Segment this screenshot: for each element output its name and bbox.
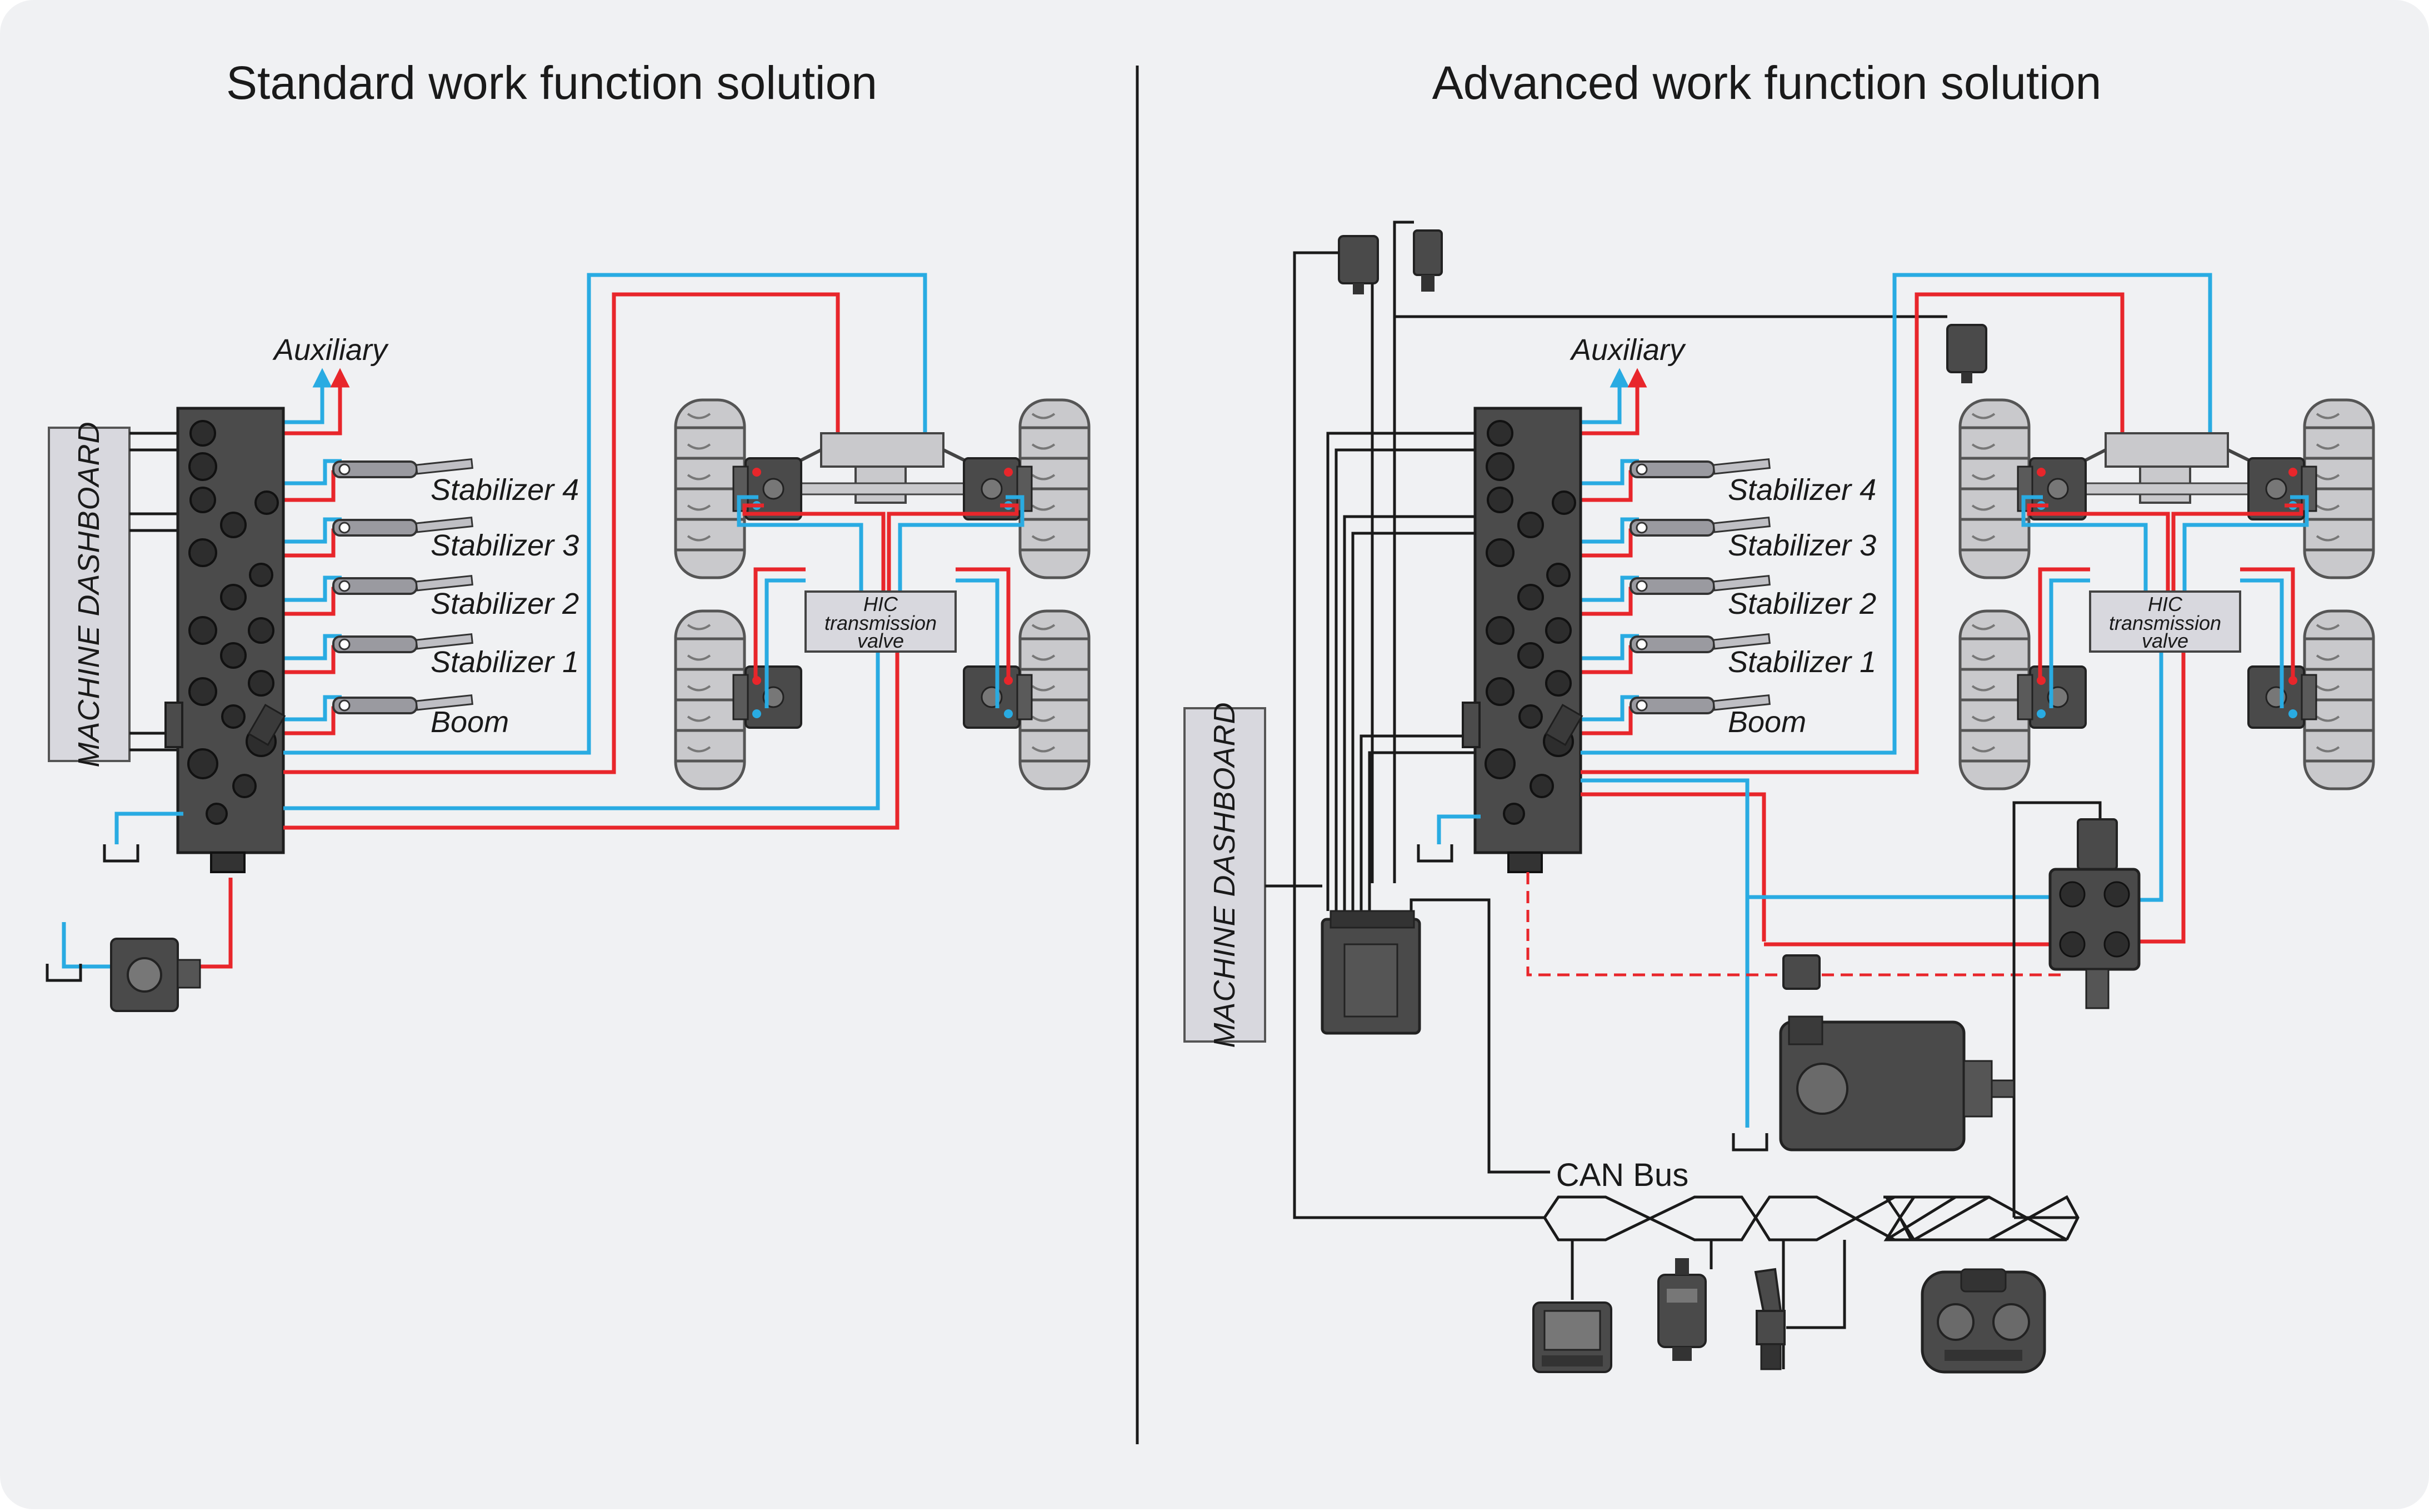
pump-pressure-line (1581, 792, 1766, 942)
piston-pump-icon (1779, 1015, 2015, 1151)
remote-control-panel-icon (1921, 1268, 2046, 1374)
sensor-wire (1293, 251, 1545, 1219)
ecu-can-wire (1410, 898, 1550, 1174)
can-drop (1786, 1240, 1846, 1329)
motor-line (2182, 495, 2309, 592)
aux-return-line (1581, 368, 1630, 424)
display-icon (1532, 1301, 1612, 1373)
motor-line (2049, 578, 2090, 708)
proportional-valve-icon (2048, 818, 2141, 1009)
sensor-wire (1393, 221, 1414, 883)
function-label: Boom (1728, 705, 1806, 739)
control-valve-icon (1463, 408, 1582, 872)
dashboard-wires (129, 432, 178, 752)
hic-pressure-line (283, 600, 899, 830)
motor-line (2240, 567, 2295, 680)
function-label: Boom (431, 705, 509, 739)
function-label: Stabilizer 1 (1728, 645, 1876, 679)
hic-label: HIC (2148, 593, 2183, 615)
control-valve-icon (166, 408, 284, 872)
auxiliary-label: Auxiliary (1570, 333, 1686, 367)
advanced-panel: Advanced work function solution MACHINE … (1183, 57, 2373, 1374)
motor-line (2027, 503, 2170, 592)
pump-suction-line (62, 922, 111, 969)
motor-line (2038, 567, 2090, 680)
sensor-icon (1946, 324, 1987, 383)
auxiliary-label: Auxiliary (272, 333, 389, 367)
motor-line (956, 567, 1011, 680)
advanced-title: Advanced work function solution (1432, 57, 2102, 109)
tank-line (114, 812, 183, 844)
machine-dashboard-box (1183, 707, 1266, 1043)
remote-icon (1657, 1258, 1707, 1361)
function-label: Stabilizer 3 (1728, 529, 1876, 562)
steering-pressure-line (1581, 292, 2125, 774)
tank-line (1437, 814, 1481, 844)
hic-pressure-line (2139, 600, 2186, 944)
machine-dashboard-label: MACHINE DASHBOARD (1208, 702, 1241, 1048)
hic-label: valve (857, 629, 904, 652)
motor-line (737, 495, 863, 592)
motor-line (898, 495, 1024, 592)
hic-return-line (2139, 600, 2163, 902)
hic-label: HIC (863, 593, 898, 615)
hic-label: valve (2142, 629, 2188, 652)
function-label: Stabilizer 4 (431, 473, 579, 507)
hic-valve-box (2089, 590, 2241, 653)
aux-pressure-line (1581, 368, 1647, 435)
ecu-wires (1326, 432, 1478, 911)
valve-wire (2012, 801, 2102, 1218)
gear-pump-icon (110, 938, 201, 1012)
pilot-line (1526, 872, 2061, 977)
pump-return-line (1581, 778, 1750, 1128)
motor-line (2171, 503, 2303, 592)
steering-return-line (283, 273, 927, 755)
sensor-icon (1338, 235, 1379, 294)
motor-line (764, 578, 806, 708)
sensor-icon (1413, 229, 1443, 292)
sensor-icon (1782, 954, 1821, 990)
hic-valve-box (804, 590, 957, 653)
aux-return-line (283, 368, 332, 424)
hic-label: transmission (824, 612, 937, 634)
motor-line (753, 567, 806, 680)
motor-line (2240, 578, 2284, 708)
hic-label: transmission (2109, 612, 2221, 634)
function-label: Stabilizer 2 (431, 587, 579, 620)
standard-title: Standard work function solution (226, 57, 877, 109)
motor-line (742, 503, 886, 592)
function-label: Stabilizer 4 (1728, 473, 1876, 507)
machine-dashboard-label: MACHINE DASHBOARD (72, 421, 106, 767)
ecu-icon (1321, 910, 1421, 1035)
machine-dashboard-box (48, 427, 131, 762)
hic-return-line (283, 600, 880, 810)
aux-pressure-line (283, 368, 350, 435)
function-label: Stabilizer 1 (431, 645, 579, 679)
can-bus-label: CAN Bus (1556, 1157, 1689, 1193)
function-label: Stabilizer 2 (1728, 587, 1876, 620)
motor-line (887, 503, 1019, 592)
standard-panel: Standard work function solution MACHINE … (47, 57, 1089, 1012)
pump-pressure-line (197, 878, 233, 969)
function-label: Stabilizer 3 (431, 529, 579, 562)
steering-pressure-line (283, 292, 840, 774)
motor-line (956, 578, 999, 708)
steering-return-line (1581, 273, 2212, 755)
joystick-icon (1754, 1268, 1786, 1370)
motor-line (2021, 495, 2148, 592)
